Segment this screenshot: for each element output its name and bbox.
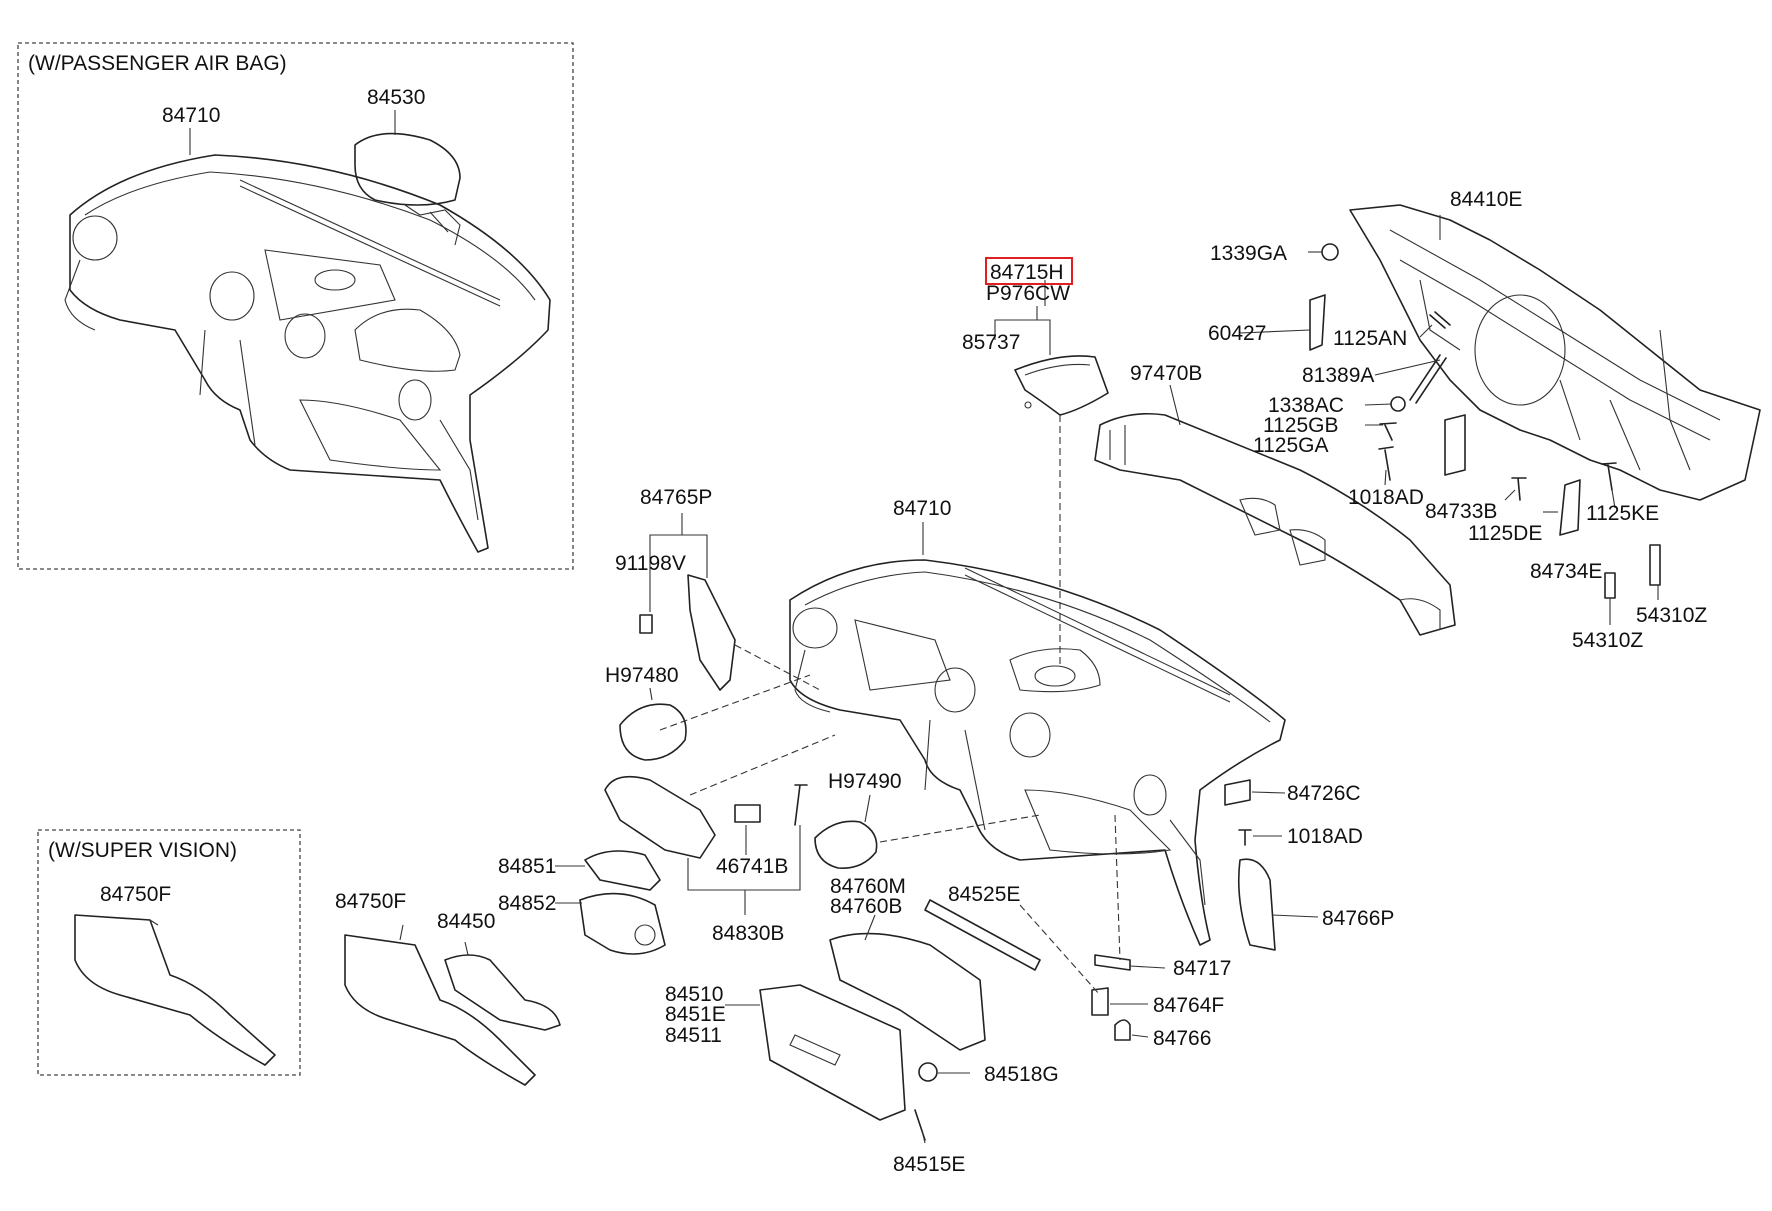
label-inset-84710: 84710 [162, 104, 220, 127]
label-84450: 84450 [437, 910, 495, 933]
pad-91198V-drawing [639, 614, 653, 634]
air-vent-H97480-drawing [619, 703, 687, 761]
glove-box-handle-drawing [789, 1034, 841, 1066]
super-vision-group-label: (W/SUPER VISION) [48, 839, 237, 862]
bolt-81389A-drawing [1409, 354, 1447, 404]
clip-84717-drawing [1094, 954, 1131, 971]
label-1125DE: 1125DE [1468, 522, 1542, 545]
label-H97480: H97480 [605, 664, 679, 687]
label-84760B: 84760B [830, 895, 902, 918]
clip-84766-drawing [1114, 1019, 1131, 1041]
highlight-box-84715H [985, 257, 1073, 285]
label-84511: 84511 [665, 1024, 722, 1047]
label-84410E: 84410E [1450, 188, 1522, 211]
glove-box-84510-drawing [759, 984, 906, 1121]
main-dashboard-drawing [789, 559, 1286, 946]
bracket-84733B-drawing [1444, 414, 1466, 476]
panel-84450-drawing [444, 954, 561, 1031]
label-inset-84530: 84530 [367, 86, 425, 109]
bolt-46741B-drawing [794, 784, 808, 826]
label-84830B: 84830B [712, 922, 784, 945]
label-8451E: 8451E [665, 1003, 726, 1026]
label-97470B: 97470B [1130, 362, 1202, 385]
label-84726C: 84726C [1287, 782, 1361, 805]
air-duct-97470B-drawing [1094, 412, 1456, 636]
inset-dashboard-drawing [64, 154, 551, 553]
knob-84852-drawing [634, 924, 656, 946]
passenger-airbag-group-box [17, 42, 574, 570]
label-P976CW: P976CW [986, 282, 1070, 305]
label-84764F: 84764F [1153, 994, 1224, 1017]
dash-cover-84715H-drawing [1014, 355, 1109, 416]
label-91198V: 91198V [615, 552, 686, 575]
cowl-crossmember-84410E-drawing [1349, 204, 1761, 501]
bolt-1125AN-drawing [1429, 311, 1451, 329]
super-vision-group-box [37, 829, 301, 1076]
label-1125AN: 1125AN [1333, 327, 1407, 350]
label-sv-84750F: 84750F [100, 883, 171, 906]
label-84852: 84852 [498, 892, 556, 915]
label-84510: 84510 [665, 983, 723, 1006]
label-84710: 84710 [893, 497, 951, 520]
label-84750F: 84750F [335, 890, 406, 913]
bolt-1125DE-drawing [1511, 477, 1527, 501]
leader-lines [149, 110, 1659, 1144]
label-1125KE: 1125KE [1586, 502, 1659, 525]
label-1125GA: 1125GA [1253, 434, 1329, 457]
stopper-84518G-drawing [918, 1062, 938, 1082]
label-54310Z-a: 54310Z [1636, 604, 1707, 627]
bracket-84764F-drawing [1091, 987, 1109, 1016]
label-84734E: 84734E [1530, 560, 1602, 583]
label-85737: 85737 [962, 331, 1020, 354]
label-54310Z-b: 54310Z [1572, 629, 1643, 652]
bracket-54310Z-a-drawing [1649, 544, 1661, 586]
part-labels: 84710 84530 84715H P976CW 85737 84410E 1… [100, 86, 1707, 1176]
label-84851: 84851 [498, 855, 556, 878]
bolt-1125GB-drawing [1379, 422, 1397, 441]
bracket-54310Z-b-drawing [1604, 572, 1616, 599]
label-84766: 84766 [1153, 1027, 1211, 1050]
air-vent-H97490-drawing [814, 820, 878, 869]
label-84733B: 84733B [1425, 500, 1497, 523]
label-1339GA: 1339GA [1210, 242, 1287, 265]
cluster-fascia-84830B-drawing [604, 775, 716, 859]
label-60427: 60427 [1208, 322, 1266, 345]
label-1018AD-upper: 1018AD [1348, 486, 1424, 509]
label-84717: 84717 [1173, 957, 1231, 980]
label-H97490: H97490 [828, 770, 902, 793]
cover-84851-drawing [584, 850, 661, 891]
bracket-84760M-drawing [829, 932, 986, 1051]
label-84518G: 84518G [984, 1063, 1059, 1086]
bracket-60427-drawing [1309, 294, 1326, 351]
side-cover-84766P-drawing [1238, 858, 1276, 951]
label-84715H: 84715H [990, 261, 1064, 284]
bar-84525E-drawing [924, 899, 1041, 971]
bolt-1018AD-upper-drawing [1378, 446, 1394, 481]
nut-1338AC-drawing [1390, 396, 1406, 412]
label-1125GB: 1125GB [1263, 414, 1339, 437]
switch-46741B-drawing [734, 804, 761, 823]
label-81389A: 81389A [1302, 364, 1374, 387]
cover-84852-drawing [579, 892, 666, 955]
passenger-airbag-drawing [354, 132, 461, 246]
label-84515E: 84515E [893, 1153, 965, 1176]
label-84766P: 84766P [1322, 907, 1394, 930]
clip-1339GA-drawing [1321, 243, 1339, 261]
label-84525E: 84525E [948, 883, 1020, 906]
label-46741B: 46741B [716, 855, 788, 878]
passenger-airbag-group-label: (W/PASSENGER AIR BAG) [28, 52, 287, 75]
label-84765P: 84765P [640, 486, 712, 509]
bracket-84726C-drawing [1224, 779, 1251, 806]
bracket-84734E-drawing [1559, 479, 1581, 536]
side-panel-84765P-drawing [687, 574, 736, 691]
bolt-1018AD-lower-drawing [1238, 829, 1252, 846]
lower-panel-84750F-drawing [344, 934, 536, 1086]
label-1338AC: 1338AC [1268, 394, 1344, 417]
bolt-1125KE-drawing [1601, 462, 1617, 491]
assembly-dash-lines [659, 415, 1121, 996]
label-84760M: 84760M [830, 875, 906, 898]
label-1018AD-lower: 1018AD [1287, 825, 1363, 848]
lower-panel-84750F-supervision-drawing [74, 914, 276, 1066]
